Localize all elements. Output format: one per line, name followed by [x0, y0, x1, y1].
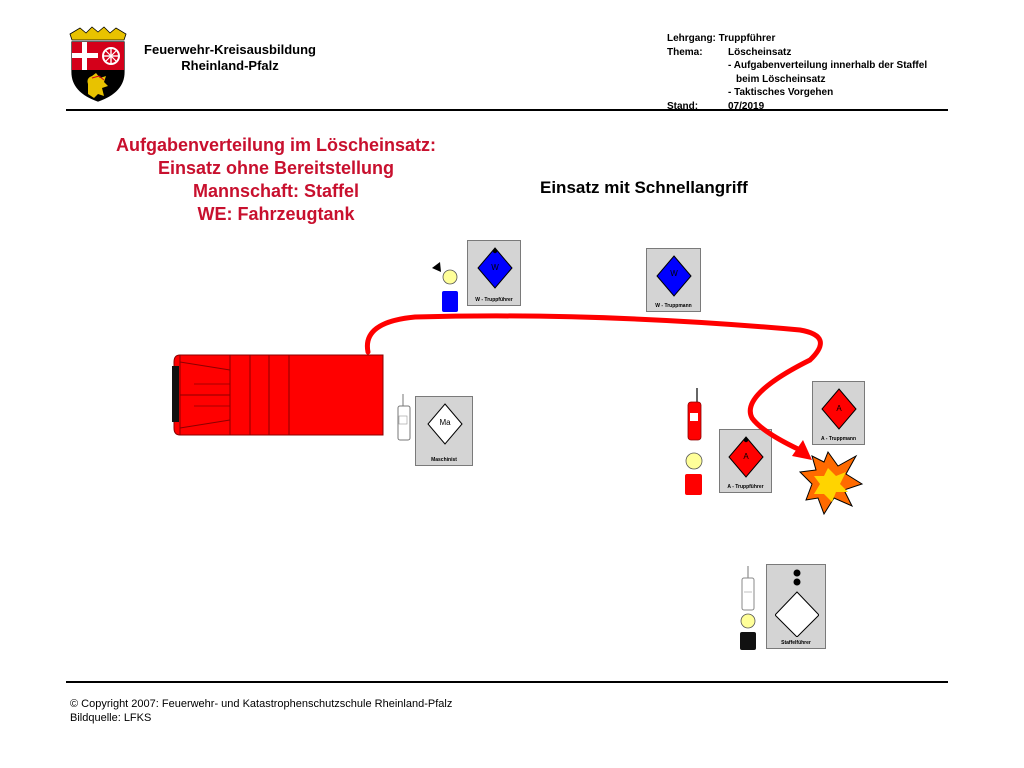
- w-leader-label: W - Truppführer: [475, 297, 513, 303]
- title-line-4: WE: Fahrzeugtank: [197, 204, 355, 224]
- card-a-truppmann: A A - Truppmann: [812, 381, 865, 445]
- squad-leader-figure: [740, 613, 756, 650]
- card-w-truppmann: W W - Truppmann: [646, 248, 701, 312]
- w-leader-megaphone-icon: [432, 262, 441, 272]
- w-member-diamond-icon: [656, 255, 692, 297]
- organization-line-1: Feuerwehr-Kreisausbildung: [144, 42, 316, 57]
- a-member-label: A - Truppmann: [820, 436, 857, 442]
- w-leader-figure: [432, 262, 458, 312]
- card-maschinist: Ma Maschinist: [415, 396, 473, 466]
- image-source-text: Bildquelle: LFKS: [70, 712, 152, 724]
- card-a-truppfuehrer: A A - Truppführer: [719, 429, 772, 493]
- diagram-subtitle: Einsatz mit Schnellangriff: [540, 178, 748, 197]
- squad-leader-diamond-icon: [775, 569, 819, 637]
- organization-name: Feuerwehr-Kreisausbildung Rheinland-Pfal…: [140, 42, 320, 74]
- header-divider: [66, 109, 948, 111]
- main-title: Aufgabenverteilung im Löscheinsatz: Eins…: [70, 134, 482, 226]
- footer-divider: [66, 681, 948, 683]
- fire-engine-icon: [172, 354, 384, 436]
- w-member-letter: W: [670, 269, 678, 278]
- w-leader-head: [442, 269, 458, 285]
- status-key: Stand:: [667, 100, 699, 112]
- w-leader-diamond-icon: [477, 247, 513, 289]
- organization-line-2: Rheinland-Pfalz: [181, 58, 279, 73]
- title-line-2: Einsatz ohne Bereitstellung: [157, 158, 395, 178]
- card-w-truppfuehrer: W W - Truppführer: [467, 240, 521, 306]
- machinist-letter: Ma: [439, 418, 451, 427]
- course-metadata: Lehrgang: Truppführer Thema: Löscheinsatz…: [667, 32, 927, 113]
- course-key: Lehrgang:: [667, 33, 716, 44]
- a-leader-letter: A: [743, 452, 749, 461]
- fire-icon: [798, 450, 864, 516]
- machinist-diamond-icon: [427, 403, 463, 445]
- squad-leader-radio-icon: [741, 566, 755, 611]
- topic-item-1-cont: beim Löscheinsatz: [736, 73, 826, 85]
- topic-value: Löscheinsatz: [728, 46, 792, 58]
- copyright-text: © Copyright 2007: Feuerwehr- und Katastr…: [70, 698, 453, 710]
- title-line-3: Mannschaft: Staffel: [192, 181, 360, 201]
- w-leader-body: [442, 291, 458, 312]
- footer: © Copyright 2007: Feuerwehr- und Katastr…: [70, 697, 452, 725]
- coat-of-arms-logo: [69, 26, 127, 102]
- a-leader-head: [685, 452, 703, 470]
- squad-leader-body: [740, 632, 756, 650]
- machinist-radio-icon: [397, 394, 411, 441]
- a-leader-body: [685, 474, 702, 495]
- a-leader-label: A - Truppführer: [727, 484, 764, 490]
- topic-item-2: - Taktisches Vorgehen: [728, 87, 834, 98]
- a-leader-figure: [685, 452, 703, 495]
- card-staffelfuehrer: Staffelführer: [766, 564, 826, 649]
- a-member-letter: A: [836, 404, 842, 413]
- topic-key: Thema:: [667, 46, 703, 58]
- topic-item-1: - Aufgabenverteilung innerhalb der Staff…: [728, 60, 928, 71]
- squad-leader-label: Staffelführer: [781, 640, 811, 646]
- a-leader-radio-icon: [687, 388, 702, 441]
- hose-line-path: [364, 313, 823, 453]
- a-leader-diamond-icon: [728, 436, 764, 478]
- machinist-label: Maschinist: [431, 457, 457, 463]
- course-value: Truppführer: [718, 33, 776, 44]
- a-member-diamond-icon: [821, 388, 857, 430]
- status-value: 07/2019: [728, 100, 765, 112]
- title-line-1: Aufgabenverteilung im Löscheinsatz:: [115, 135, 437, 155]
- squad-leader-head: [740, 613, 756, 629]
- hose-arrow-head: [792, 440, 812, 460]
- w-leader-letter: W: [491, 263, 499, 272]
- w-member-label: W - Truppmann: [655, 303, 692, 309]
